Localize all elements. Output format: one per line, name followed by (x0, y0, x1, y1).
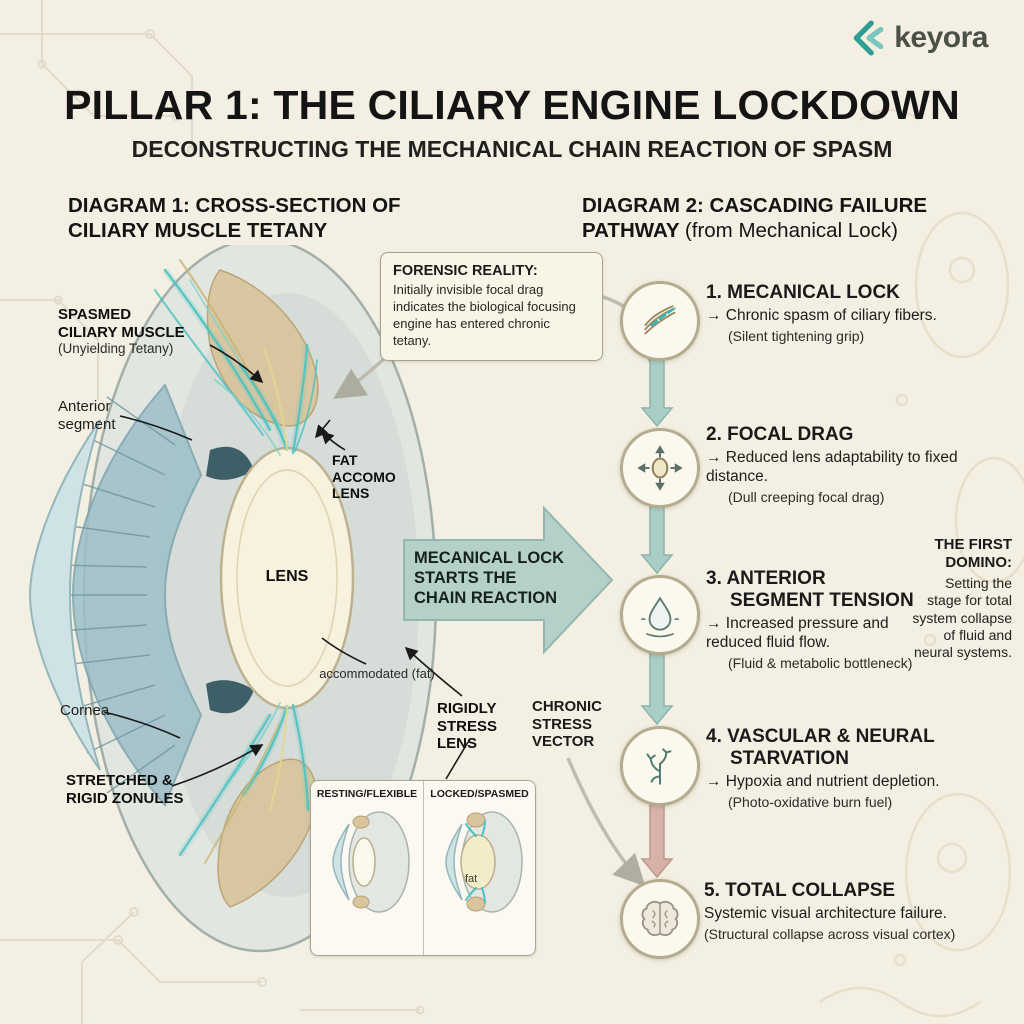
label-lens: LENS (265, 568, 309, 585)
label-cornea: Cornea (60, 702, 110, 719)
step5-circle (620, 879, 700, 959)
step3-desc: → Increased pressure and reduced fluid f… (706, 614, 889, 651)
brain-icon (641, 900, 679, 937)
label-chronic-stress-vector: CHRONIC STRESS VECTOR (532, 698, 602, 751)
first-domino-title: THE FIRST DOMINO: (934, 536, 1013, 571)
step5-desc: Systemic visual architecture failure. (704, 904, 947, 922)
step4-title: VASCULAR & NEURAL STARVATION (727, 726, 935, 769)
step4-sub: (Photo-oxidative burn fuel) (728, 793, 893, 810)
label-rigidly-stress-lens: RIGIDLY STRESS LENS (437, 700, 498, 753)
step1-number: 1. (706, 282, 722, 303)
label-fat-accomo-lens: FAT ACCOMO LENS (332, 452, 396, 502)
step2-title: FOCAL DRAG (727, 424, 854, 445)
step1-sub: (Silent tightening grip) (728, 327, 865, 344)
label-stretched-zonules: STRETCHED & RIGID ZONULES (66, 772, 184, 807)
locked-fat-label: fat (465, 873, 478, 885)
step2-circle (620, 428, 700, 508)
label-anterior-segment: Anterior segment (58, 398, 116, 433)
diagram2-title-sub: (from Mechanical Lock) (684, 219, 898, 242)
keyora-logo-icon (853, 20, 884, 56)
step2-sub: (Dull creeping focal drag) (728, 488, 885, 505)
comparison-resting-label: RESTING/FLEXIBLE (316, 788, 418, 800)
step2-desc: → Reduced lens adaptability to fixed dis… (706, 448, 958, 485)
iris-root-top (206, 446, 254, 480)
vessels-icon (646, 748, 672, 785)
page-subtitle: DECONSTRUCTING THE MECHANICAL CHAIN REAC… (131, 136, 893, 162)
first-domino-body: Setting the stage for total system colla… (912, 575, 1012, 661)
first-domino-note: THE FIRST DOMINO: Setting the stage for … (910, 536, 1012, 662)
step2-number: 2. (706, 424, 722, 445)
diagram2-title-bold: DIAGRAM 2: CASCADING FAILURE PATHWAY (582, 194, 928, 242)
comparison-locked: LOCKED/SPASMED fat (423, 781, 535, 955)
step3-number: 3. (706, 568, 722, 589)
page-title: PILLAR 1: THE CILIARY ENGINE LOCKDOWN (64, 82, 960, 128)
step1-circle (620, 281, 700, 361)
label-spasmed-ciliary-muscle: SPASMED CILIARY MUSCLE (Unyielding Tetan… (58, 306, 185, 357)
step3-title: ANTERIOR SEGMENT TENSION (726, 568, 914, 611)
step4-desc: → Hypoxia and nutrient depletion. (706, 772, 940, 790)
brand-name: keyora (894, 21, 988, 54)
step4-circle (620, 726, 700, 806)
step1-text: 1. MECANICAL LOCK → Chronic spasm of cil… (706, 282, 1006, 345)
step3-text: 3. ANTERIOR SEGMENT TENSION → Increased … (706, 568, 918, 671)
diagram1-title: DIAGRAM 1: CROSS-SECTION OF CILIARY MUSC… (68, 194, 401, 242)
step5-sub: (Structural collapse across visual corte… (704, 925, 956, 942)
cornea-shape (28, 419, 101, 771)
locked-eye-illustration (444, 811, 523, 913)
zonules-bottom (178, 702, 310, 864)
step4-number: 4. (706, 726, 722, 747)
fibers-icon (644, 305, 676, 335)
forensic-reality-callout: FORENSIC REALITY: Initially invisible fo… (380, 252, 603, 361)
comparison-resting: RESTING/FLEXIBLE (311, 781, 423, 955)
step1-title: MECANICAL LOCK (727, 282, 900, 303)
step5-text: 5. TOTAL COLLAPSE Systemic visual archit… (704, 880, 1022, 943)
lens-arrows-icon (637, 445, 683, 491)
diagram2-title: DIAGRAM 2: CASCADING FAILURE PATHWAY (fr… (582, 193, 954, 243)
step5-title: TOTAL COLLAPSE (725, 880, 896, 901)
step2-text: 2. FOCAL DRAG → Reduced lens adaptabilit… (706, 424, 996, 505)
comparison-panel: RESTING/FLEXIBLE LOCKED/SPASMED fat (310, 780, 536, 956)
forensic-title: FORENSIC REALITY: (393, 263, 538, 279)
mechanical-lock-arrow-label: MECANICAL LOCK STARTS THE CHAIN REACTION (414, 549, 565, 608)
comparison-locked-label: LOCKED/SPASMED (430, 788, 529, 800)
forensic-body: Initially invisible focal drag indicates… (393, 282, 576, 348)
step1-desc: → Chronic spasm of ciliary fibers. (706, 306, 937, 324)
step3-sub: (Fluid & metabolic bottleneck) (728, 654, 913, 671)
step4-text: 4. VASCULAR & NEURAL STARVATION → Hypoxi… (706, 726, 1006, 810)
step5-number: 5. (704, 880, 720, 901)
droplet-icon (641, 596, 679, 638)
label-accommodated-fat: accommodated (fat) (319, 666, 435, 681)
brand-logo: keyora (850, 20, 988, 56)
resting-eye-illustration (332, 811, 410, 913)
iris-root-bottom (206, 680, 254, 714)
step3-circle (620, 575, 700, 655)
